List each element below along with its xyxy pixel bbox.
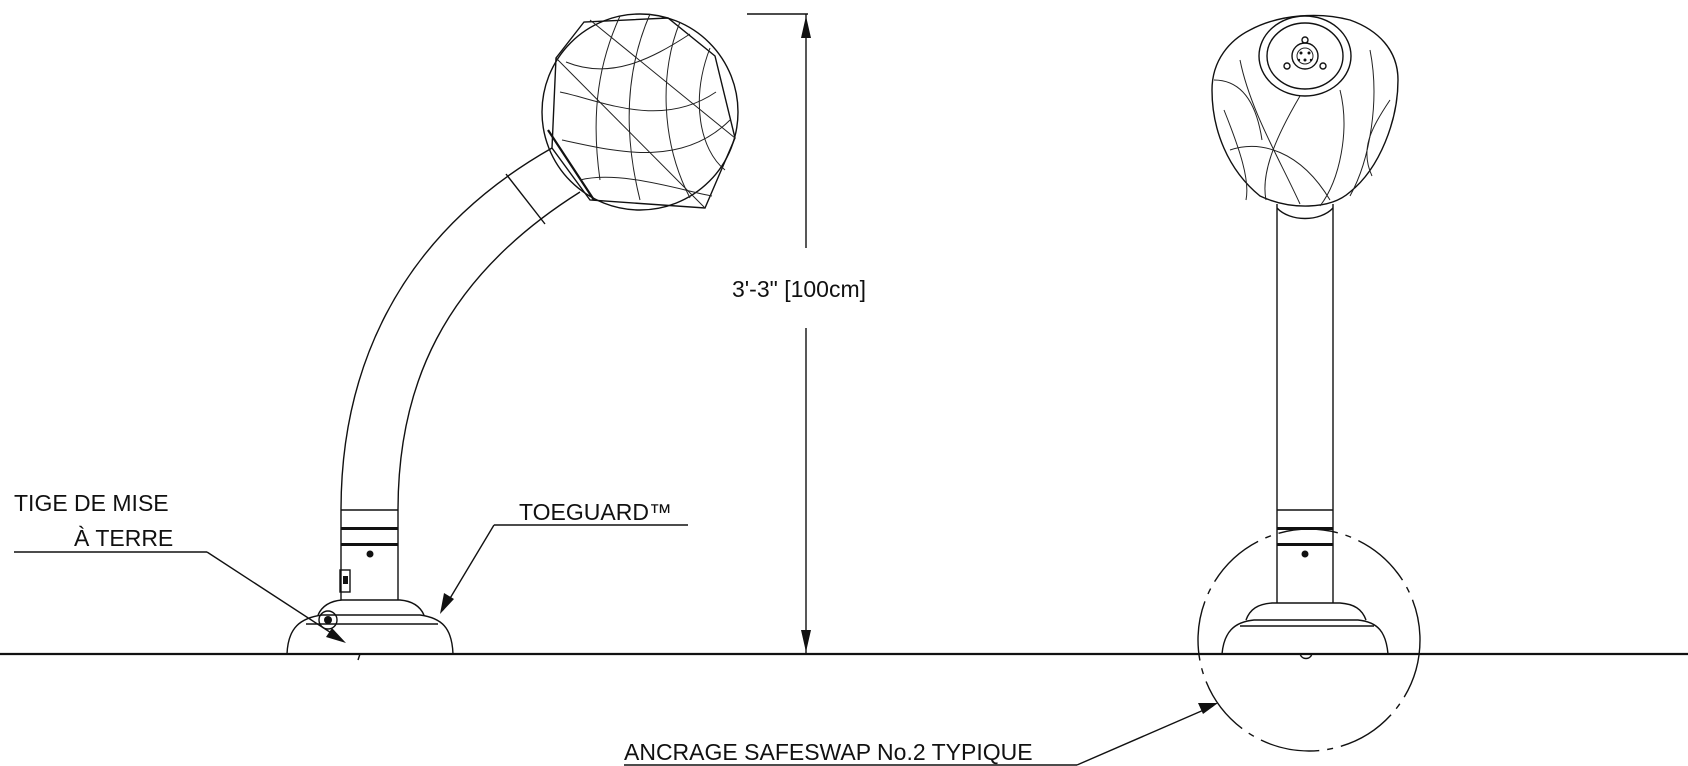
anchor-callout: ANCRAGE SAFESWAP No.2 TYPIQUE [624,703,1218,766]
front-view [1197,14,1421,752]
anchor-detail-circle [1197,528,1421,752]
side-view [286,13,739,661]
side-view-pedestal [317,599,425,616]
side-arm-outer [340,147,553,511]
grounding-rod-label-line1: TIGE DE MISE [14,490,169,516]
toeguard-arrow [440,593,454,614]
grounding-rod-tick [357,653,361,661]
side-post-band-upper [341,527,398,530]
anchor-arrow [1198,703,1218,714]
side-sprayer-head [541,13,739,211]
toeguard-callout: TOEGUARD™ [440,499,688,614]
front-view-pedestal [1245,602,1367,621]
side-view-base-dome [286,614,454,655]
grounding-rod-label-line2: À TERRE [74,525,173,551]
height-dimension: 3'-3" [100cm] [732,13,866,654]
side-post-band-lower [341,543,398,546]
anchor-leader [1076,705,1214,766]
anchor-label: ANCRAGE SAFESWAP No.2 TYPIQUE [624,739,1033,765]
side-post-latch-fill [343,576,348,584]
height-dimension-label: 3'-3" [100cm] [732,276,866,302]
grounding-rod-callout: TIGE DE MISE À TERRE [14,490,346,643]
side-arm-seam [505,173,546,225]
grounding-bolt-outer [318,610,338,630]
front-sprayer-head [1211,14,1399,220]
front-post-band-lower [1277,543,1333,546]
front-view-base-dome [1221,619,1389,655]
front-view-anchor-nub [1299,653,1313,660]
grounding-rod-leader [206,551,343,641]
toeguard-leader [442,524,495,611]
grounding-bolt-inner [324,616,332,624]
dimension-arrow-top [801,16,811,38]
side-arm-inner [397,191,581,511]
dimension-arrow-bottom [801,630,811,652]
side-post-latch [339,569,351,593]
side-post-fastener [366,550,374,558]
front-post-fastener [1301,550,1309,558]
grounding-rod-arrow [326,628,346,643]
toeguard-label: TOEGUARD™ [519,499,672,525]
